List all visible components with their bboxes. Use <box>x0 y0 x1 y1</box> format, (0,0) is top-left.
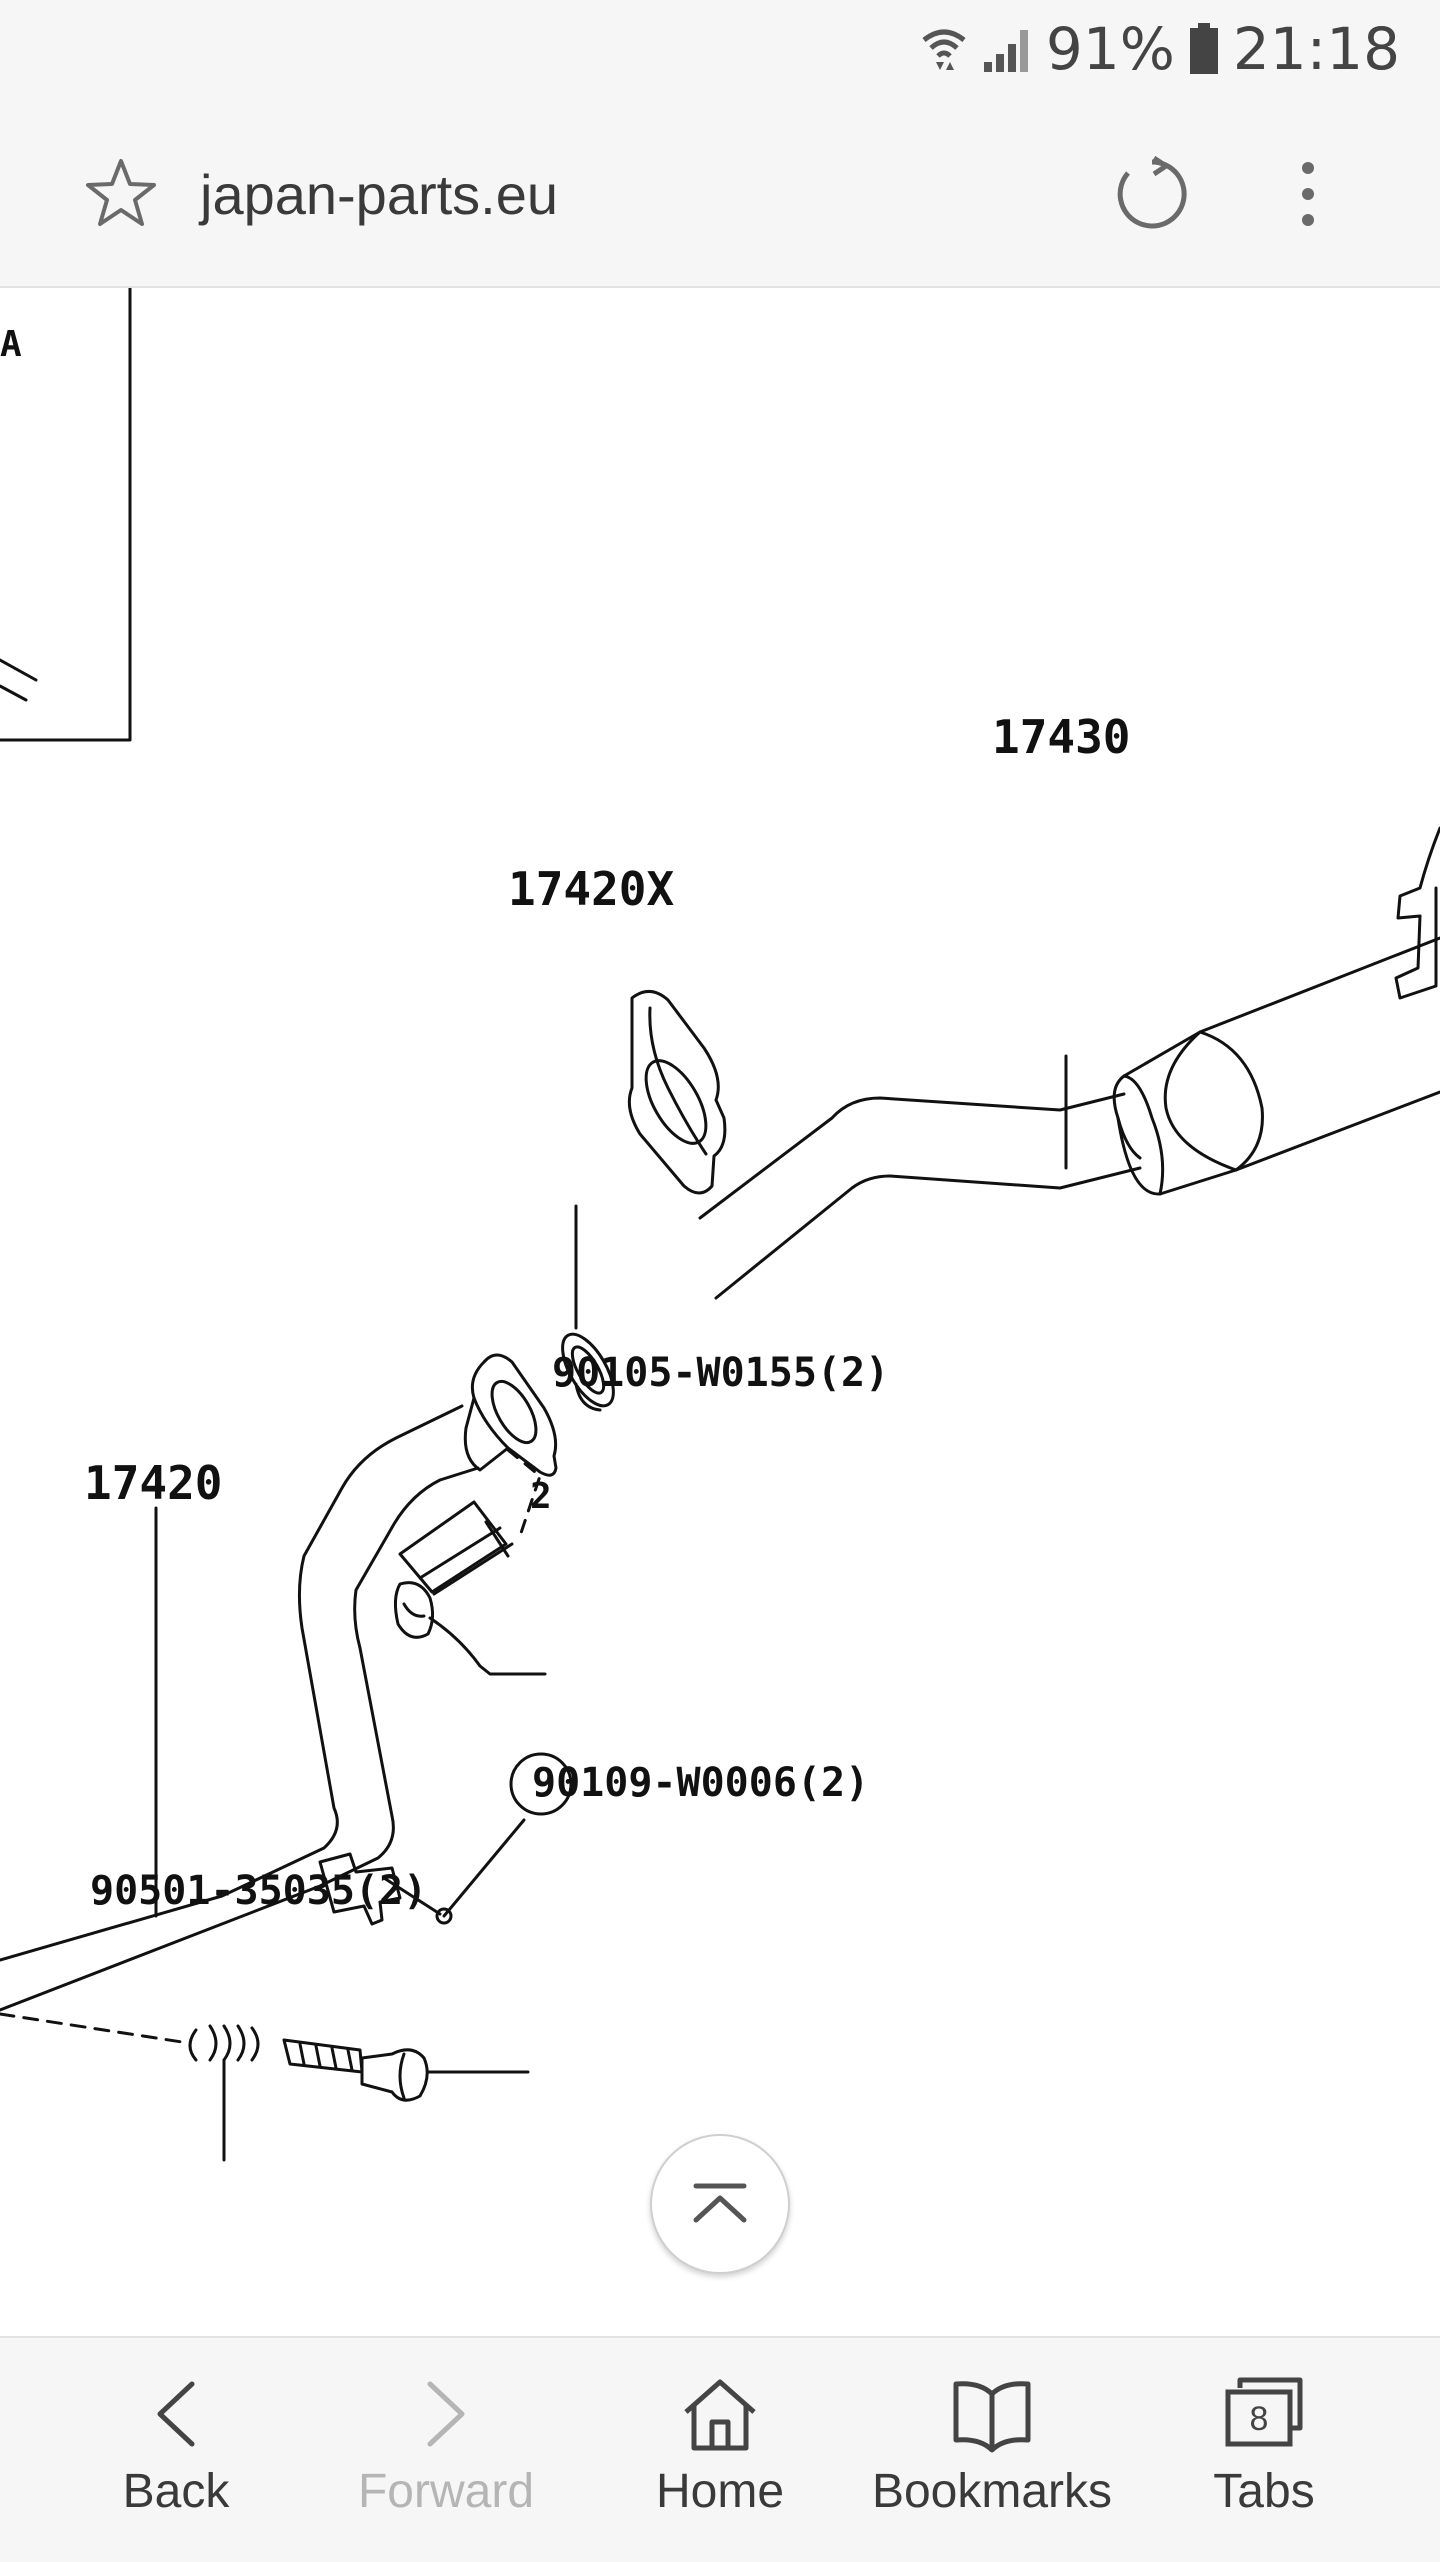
spring-dash <box>0 2012 184 2044</box>
ref-circle-2-label[interactable]: 2 <box>530 1476 552 1517</box>
home-icon <box>684 2379 756 2451</box>
part-label-90105[interactable]: 90105-W0155(2) <box>552 1350 890 1396</box>
back-label: Back <box>122 2465 230 2518</box>
signal-icon <box>983 30 1028 72</box>
collar-inner <box>1116 1116 1142 1160</box>
hanger-rod <box>382 1876 442 1916</box>
status-indicators: 91% 21:18 <box>920 14 1400 84</box>
bolt-90105-shaft <box>398 1500 508 1594</box>
pipe-17430-upper <box>698 1092 1126 1220</box>
exhaust-parts-diagram[interactable]: A 17430 17420X 90105-W0155(2) 17420 2 90… <box>0 288 1440 2336</box>
inset-lines <box>0 658 38 702</box>
flange-17420 <box>470 1353 558 1477</box>
gasket-inner <box>570 1345 606 1395</box>
pipe-17430-lower <box>714 1166 1142 1300</box>
gasket-outer <box>561 1332 615 1408</box>
bookmarks-label: Bookmarks <box>871 2465 1113 2518</box>
pipe-17420-lower <box>0 1466 480 2012</box>
battery-icon <box>1189 23 1218 74</box>
back-arrow-icon <box>157 2381 195 2447</box>
hanger-pin <box>435 1907 453 1925</box>
bottom-nav-bar: Back Forward Home Bookmarks 8 Tabs <box>0 2336 1440 2562</box>
flange-17430-hole <box>644 1059 708 1145</box>
muffler-end <box>1198 1030 1264 1172</box>
part-label-90109[interactable]: 90109-W0006(2) <box>532 1760 870 1806</box>
flange-17420-hole <box>490 1379 538 1445</box>
battery-percent: 91% <box>1045 15 1175 83</box>
status-bar: 91% 21:18 <box>0 0 1440 100</box>
leader-ref2 <box>442 1818 526 1918</box>
hanger-bracket <box>318 1852 402 1926</box>
home-label: Home <box>655 2465 785 2518</box>
bookmarks-book-icon <box>953 2381 1031 2453</box>
part-label-17420x[interactable]: 17420X <box>508 862 675 916</box>
flange-17430-edge <box>648 1006 708 1156</box>
bolt-90105-thread <box>418 1520 514 1596</box>
forward-button[interactable]: Forward <box>306 2338 586 2562</box>
more-menu-icon[interactable] <box>1290 156 1326 232</box>
url-display[interactable]: japan-parts.eu <box>200 163 559 226</box>
bolt-90105-head-edge <box>402 1602 426 1618</box>
muffler-cone <box>1122 1030 1238 1196</box>
scroll-to-top-button[interactable] <box>650 2134 790 2274</box>
muffler-collar <box>1112 1074 1165 1196</box>
bookmarks-button[interactable]: Bookmarks <box>852 2338 1132 2562</box>
ref-circle-2 <box>509 1752 573 1816</box>
star-icon[interactable] <box>84 156 158 230</box>
forward-arrow-icon <box>427 2381 465 2447</box>
bolt-90109-head-edge <box>398 2052 406 2100</box>
tabs-label: Tabs <box>1213 2465 1315 2518</box>
muffler-body <box>1163 936 1440 1172</box>
bolt-90109-head <box>360 2048 429 2102</box>
part-label-90501[interactable]: 90501-35035(2) <box>90 1868 428 1914</box>
home-button[interactable]: Home <box>580 2338 860 2562</box>
corner-label: A <box>0 324 22 365</box>
flange-17430 <box>627 990 727 1195</box>
bolt-90105-head <box>393 1581 435 1639</box>
inset-box <box>0 288 132 742</box>
back-button[interactable]: Back <box>36 2338 316 2562</box>
reload-icon[interactable] <box>1114 156 1190 232</box>
forward-label: Forward <box>357 2465 535 2518</box>
gasket-edge <box>574 1382 602 1412</box>
clock: 21:18 <box>1232 15 1400 83</box>
tabs-button[interactable]: 8 Tabs <box>1124 2338 1404 2562</box>
part-label-17420[interactable]: 17420 <box>84 1456 223 1510</box>
tab-count: 8 <box>1249 2400 1269 2438</box>
part-label-17430[interactable]: 17430 <box>992 710 1131 764</box>
spring-coils <box>188 2024 260 2062</box>
address-bar: japan-parts.eu <box>0 100 1440 288</box>
tabs-icon: 8 <box>1222 2374 1306 2454</box>
leader-90105 <box>428 1616 547 1676</box>
pipe-17420-upper <box>0 1404 464 1962</box>
diagram-line-art <box>0 288 1440 2162</box>
bolt-90109-thread <box>298 2042 354 2072</box>
muffler-bracket <box>1394 826 1440 1000</box>
flange-17420-neck <box>463 1396 510 1472</box>
scroll-to-top-icon <box>693 2183 747 2223</box>
wifi-icon <box>922 29 966 70</box>
